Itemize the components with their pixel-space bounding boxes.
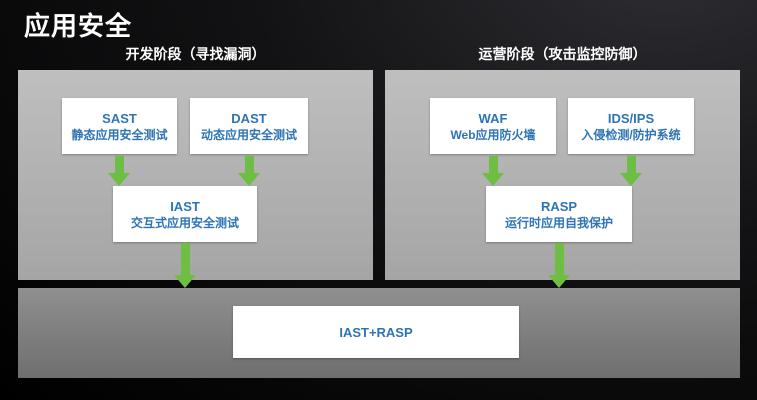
arrow-head bbox=[108, 173, 130, 186]
node-rasp-subtitle: 运行时应用自我保护 bbox=[504, 215, 613, 230]
node-waf-subtitle: Web应用防火墙 bbox=[450, 127, 536, 142]
arrow-head bbox=[548, 275, 570, 288]
arrow-stem bbox=[488, 156, 498, 173]
node-iast-title: IAST bbox=[170, 198, 200, 214]
arrow-sast-to-iast bbox=[108, 156, 130, 186]
node-idsips-title: IDS/IPS bbox=[607, 110, 655, 126]
node-sast: SAST 静态应用安全测试 bbox=[62, 98, 177, 154]
arrow-stem bbox=[114, 156, 124, 173]
arrow-stem bbox=[554, 243, 564, 275]
node-dast-subtitle: 动态应用安全测试 bbox=[200, 127, 297, 142]
page-title: 应用安全 bbox=[24, 11, 133, 41]
section-label-development: 开发阶段（寻找漏洞） bbox=[125, 46, 266, 62]
arrow-iast-to-combined bbox=[174, 243, 196, 288]
node-rasp-title: RASP bbox=[540, 198, 578, 214]
node-iast: IAST 交互式应用安全测试 bbox=[113, 186, 257, 242]
node-sast-subtitle: 静态应用安全测试 bbox=[71, 127, 168, 142]
node-sast-title: SAST bbox=[102, 110, 137, 126]
arrow-waf-to-rasp bbox=[482, 156, 504, 186]
arrow-head bbox=[174, 275, 196, 288]
node-waf-title: WAF bbox=[478, 110, 508, 126]
node-iast-subtitle: 交互式应用安全测试 bbox=[130, 215, 239, 230]
arrow-head bbox=[482, 173, 504, 186]
node-dast-title: DAST bbox=[231, 110, 267, 126]
arrow-stem bbox=[626, 156, 636, 173]
arrow-idsips-to-rasp bbox=[620, 156, 642, 186]
arrow-stem bbox=[180, 243, 190, 275]
section-label-operations: 运营阶段（攻击监控防御） bbox=[478, 46, 647, 62]
node-waf: WAF Web应用防火墙 bbox=[430, 98, 556, 154]
node-iast-rasp-combined: IAST+RASP bbox=[233, 306, 519, 358]
arrow-head bbox=[620, 173, 642, 186]
node-iast-rasp-title: IAST+RASP bbox=[339, 324, 413, 340]
node-rasp: RASP 运行时应用自我保护 bbox=[486, 186, 632, 242]
arrow-stem bbox=[244, 156, 254, 173]
node-idsips: IDS/IPS 入侵检测/防护系统 bbox=[568, 98, 694, 154]
node-dast: DAST 动态应用安全测试 bbox=[190, 98, 308, 154]
arrow-dast-to-iast bbox=[238, 156, 260, 186]
node-idsips-subtitle: 入侵检测/防护系统 bbox=[581, 127, 681, 142]
arrow-head bbox=[238, 173, 260, 186]
arrow-rasp-to-combined bbox=[548, 243, 570, 288]
